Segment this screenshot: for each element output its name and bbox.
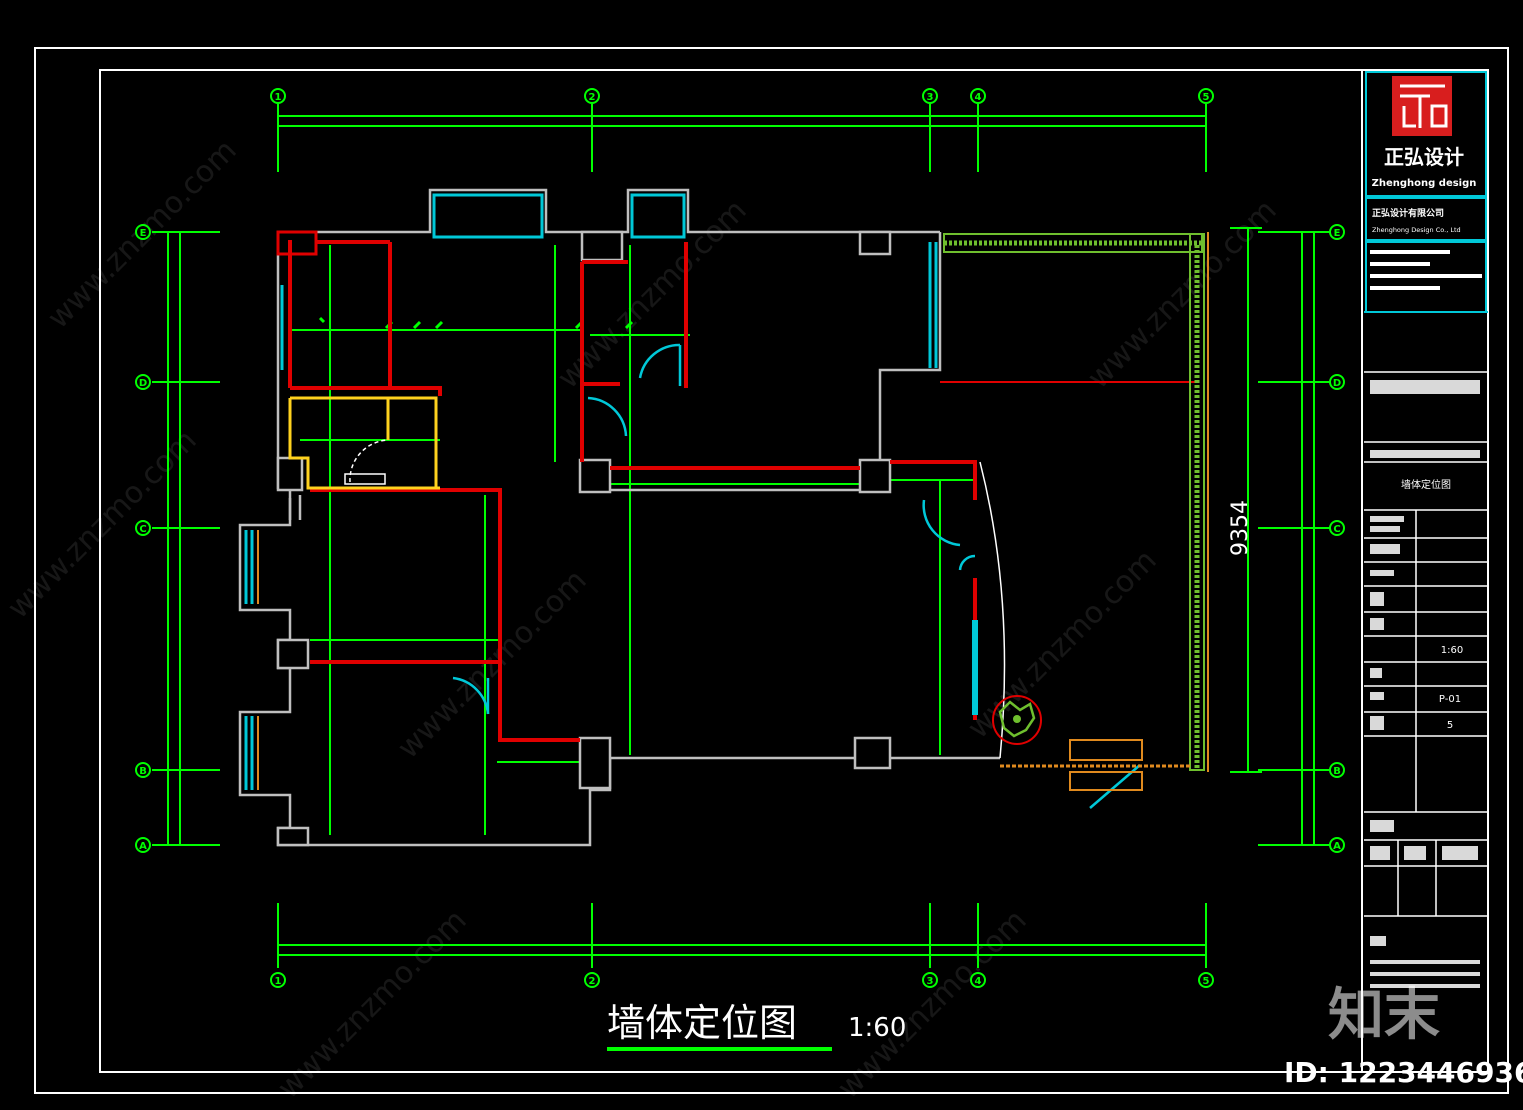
axis-bubbles-right: E D C B A xyxy=(1329,224,1345,853)
axis-bubbles-top: 1 2 3 4 5 xyxy=(270,88,1214,104)
overall-dimension-label: 9354 xyxy=(1228,500,1253,556)
axis-label-left-d: D xyxy=(139,378,147,389)
axis-label-bottom-4: 4 xyxy=(975,976,982,987)
title-block-scale: 1:60 xyxy=(1441,645,1463,656)
axis-label-right-c: C xyxy=(1333,524,1340,535)
title-block-page-number: 5 xyxy=(1447,720,1453,731)
drawing-scale: 1:60 xyxy=(848,1013,906,1043)
column-layer xyxy=(276,230,892,847)
axis-label-top-2: 2 xyxy=(589,92,596,103)
toilet-fixture xyxy=(344,473,386,485)
axis-label-left-b: B xyxy=(139,766,147,777)
planter-strip xyxy=(943,232,1209,772)
axis-label-right-d: D xyxy=(1333,378,1341,389)
axis-label-top-5: 5 xyxy=(1203,92,1210,103)
dimension-ticks xyxy=(318,316,634,330)
axis-label-top-4: 4 xyxy=(975,92,982,103)
axis-bubbles-bottom: 1 2 3 4 5 xyxy=(270,972,1214,988)
title-block-drawing-name: 墙体定位图 xyxy=(1401,478,1451,491)
toilet-door-swing xyxy=(349,439,389,483)
title-block-sheet-number: P-01 xyxy=(1439,694,1461,705)
axis-label-right-e: E xyxy=(1334,228,1341,239)
toilet-partition xyxy=(288,396,440,490)
axis-label-top-3: 3 xyxy=(927,92,934,103)
plant-icon xyxy=(992,695,1042,745)
outer-frame xyxy=(34,47,1509,1094)
watermark-layer: www.znzmo.com www.znzmo.com www.znzmo.co… xyxy=(1,133,1284,1106)
curved-partition xyxy=(979,461,1006,759)
title-block: 正弘设计 Zhenghong design 正弘设计有限公司 Zhenghong… xyxy=(1361,69,1489,1073)
watermark-site-2: www.znzmo.com xyxy=(391,563,594,766)
furniture-layer xyxy=(1069,739,1143,791)
axis-label-right-b: B xyxy=(1333,766,1341,777)
company-logo-text: 正弘设计 xyxy=(1384,145,1464,169)
window-layer xyxy=(244,193,978,790)
axis-label-left-c: C xyxy=(139,524,146,535)
brand-watermark-logo: 知末 xyxy=(1328,983,1440,1048)
watermark-site-3: www.znzmo.com xyxy=(961,543,1164,746)
drawing-title: 墙体定位图 xyxy=(607,1001,797,1045)
watermark-site-7: www.znzmo.com xyxy=(831,903,1034,1106)
watermark-site-5: www.znzmo.com xyxy=(1081,193,1284,396)
partition-layer xyxy=(276,230,1195,742)
axis-label-top-1: 1 xyxy=(275,92,282,103)
company-logo-subtext: Zhenghong design xyxy=(1372,178,1477,189)
image-id-label: ID: 1223446936 xyxy=(1284,1056,1523,1089)
dimension-layer xyxy=(152,104,1330,968)
axis-label-bottom-1: 1 xyxy=(275,976,282,987)
axis-label-bottom-2: 2 xyxy=(589,976,596,987)
axis-label-right-a: A xyxy=(1333,841,1341,852)
axis-label-bottom-5: 5 xyxy=(1203,976,1210,987)
axis-label-left-e: E xyxy=(140,228,147,239)
watermark-site-6: www.znzmo.com xyxy=(271,903,474,1106)
watermark-site-1: www.znzmo.com xyxy=(1,423,204,626)
axis-bubbles-left: E D C B A xyxy=(135,224,151,853)
axis-label-bottom-3: 3 xyxy=(927,976,934,987)
wall-layer xyxy=(238,188,1000,847)
company-name-en: Zhenghong Design Co., Ltd xyxy=(1372,226,1461,234)
axis-label-left-a: A xyxy=(139,841,147,852)
company-name: 正弘设计有限公司 xyxy=(1372,207,1444,219)
